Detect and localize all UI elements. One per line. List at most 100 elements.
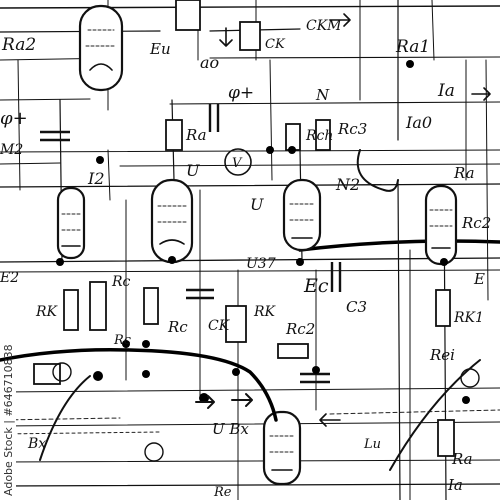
vacuum-tube-center	[282, 178, 322, 252]
resistor-top-center	[165, 119, 183, 151]
junction-dots	[56, 60, 470, 404]
label-rc2-right: Rc2	[461, 214, 491, 232]
arrow-right-icon	[231, 393, 253, 407]
bus-line-8	[0, 257, 500, 263]
curve-right	[356, 149, 399, 192]
label-ra-bottom: Ra	[451, 450, 473, 468]
label-ec: Ec	[303, 275, 329, 297]
tube-cathode	[159, 239, 185, 245]
tube-cathode	[89, 63, 113, 71]
bus-line-9	[0, 269, 500, 273]
curve-bottom-left	[39, 375, 91, 461]
tube-grid	[85, 29, 117, 47]
bus-lines	[0, 5, 500, 487]
label-ra1: Ra1	[395, 37, 430, 57]
vacuum-tube-center-left	[150, 178, 194, 264]
tube-envelope	[262, 410, 302, 486]
tube-grid	[269, 435, 295, 453]
label-re: Re	[213, 485, 232, 500]
capacitor-bottom	[300, 372, 330, 384]
label-phi-plus-mid: φ+	[228, 83, 254, 103]
junction-dot	[312, 366, 320, 374]
input-terminal-circle	[52, 362, 72, 382]
junction-dot	[296, 258, 304, 266]
arrow-right-icon	[471, 87, 491, 101]
label-rc-mid: Rc	[167, 318, 188, 336]
arrow-right-icon	[329, 13, 351, 27]
label-phi-plus-left: φ+	[0, 108, 28, 129]
label-ck-mid: CK	[208, 318, 231, 334]
capacitors	[40, 104, 342, 384]
capacitor-c3	[330, 262, 342, 292]
label-ao: ao	[200, 53, 219, 72]
junction-dot	[56, 258, 64, 266]
vacuum-tube-right	[424, 184, 458, 266]
watermark-strip	[0, 372, 16, 500]
resistor-rc2-horizontal	[277, 343, 309, 359]
bus-line-12	[0, 459, 500, 463]
label-ia0: Ia0	[405, 113, 432, 132]
label-u-bx: U Bx	[212, 420, 249, 438]
label-ra-mid: Ra	[185, 126, 207, 144]
vacuum-tubes	[56, 4, 458, 486]
wire-v-10	[269, 59, 273, 181]
label-rch: Rch	[305, 128, 333, 144]
bus-line-5	[0, 149, 500, 153]
terminal-circle-bottom	[144, 442, 164, 462]
bus-line-4	[0, 98, 500, 105]
label-u37: U37	[246, 256, 276, 272]
label-m2: M2	[0, 142, 23, 158]
vacuum-tube-top-left	[78, 4, 124, 92]
label-rk-mid: RK	[253, 304, 277, 320]
resistor-rc-mid	[143, 287, 159, 325]
label-ck-top: CK	[265, 37, 286, 52]
meters	[52, 148, 480, 462]
thick-signal-curve	[0, 347, 278, 422]
bus-line-13	[0, 483, 500, 487]
bus-line-3	[0, 56, 500, 61]
label-rei: Rei	[429, 346, 455, 364]
wire-v-16	[431, 0, 435, 61]
label-lu: Lu	[363, 437, 381, 452]
label-i2: I2	[87, 169, 105, 188]
junction-dot	[440, 258, 448, 266]
wire-v-14	[397, 0, 401, 501]
label-eu: Eu	[149, 40, 171, 58]
junction-dot	[122, 340, 130, 348]
dashed-line-right	[329, 409, 500, 415]
label-ra2: Ra2	[1, 35, 36, 55]
capacitor-top	[208, 104, 220, 132]
capacitor-left	[40, 130, 70, 142]
junction-dot	[232, 368, 240, 376]
vacuum-tube-left	[56, 186, 86, 260]
resistor-rc3	[315, 119, 331, 151]
resistor-ck-rk	[225, 305, 247, 343]
junction-dot	[96, 156, 104, 164]
junction-dot	[142, 370, 150, 378]
voltmeter-circle	[224, 148, 252, 176]
stock-watermark: Adobe Stock | #646710838	[0, 344, 16, 500]
junction-dot	[93, 371, 103, 381]
resistor-rk1	[435, 289, 451, 327]
label-ia-bottom: Ia	[447, 476, 463, 494]
junction-dot	[266, 146, 274, 154]
resistors	[33, 0, 455, 457]
resistor-top-left	[175, 0, 201, 31]
wire-v-19	[485, 59, 489, 301]
thick-bus-right	[298, 239, 500, 252]
bus-line-top	[0, 5, 500, 9]
wire-v-2	[17, 59, 21, 191]
label-bx: Bx	[27, 436, 46, 452]
junction-dot	[462, 396, 470, 404]
label-rk1: RK1	[453, 310, 484, 326]
label-n-right: N	[315, 86, 330, 104]
label-e2-right: E	[473, 270, 485, 288]
arrow-down-icon	[219, 27, 233, 47]
dashed-line-2	[0, 431, 161, 435]
tube-envelope	[424, 184, 458, 266]
label-v-meter: V	[232, 156, 243, 171]
label-u-mid: U	[250, 195, 264, 214]
label-c3: C3	[346, 298, 367, 316]
resistor-top	[239, 21, 261, 51]
